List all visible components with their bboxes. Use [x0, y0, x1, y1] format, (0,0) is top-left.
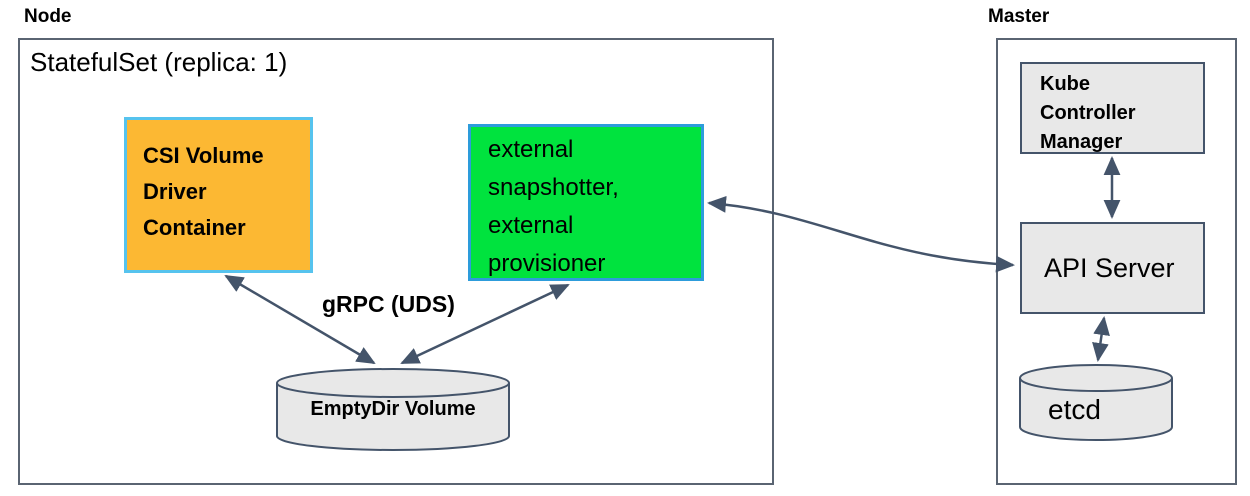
csi-volume-driver-container-box: CSI Volume Driver Container: [124, 117, 313, 273]
kube-controller-manager-box: Kube Controller Manager: [1020, 62, 1205, 154]
statefulset-label: StatefulSet (replica: 1): [30, 47, 288, 77]
grpc-uds-label: gRPC (UDS): [322, 291, 455, 317]
node-group-label: Node: [24, 6, 72, 27]
external-snapshotter-provisioner-box: external snapshotter, external provision…: [468, 124, 704, 281]
api-server-box: API Server: [1020, 222, 1205, 314]
master-group-label: Master: [988, 6, 1050, 27]
emptydir-volume-label: EmptyDir Volume: [310, 398, 476, 420]
etcd-label: etcd: [1048, 394, 1101, 425]
